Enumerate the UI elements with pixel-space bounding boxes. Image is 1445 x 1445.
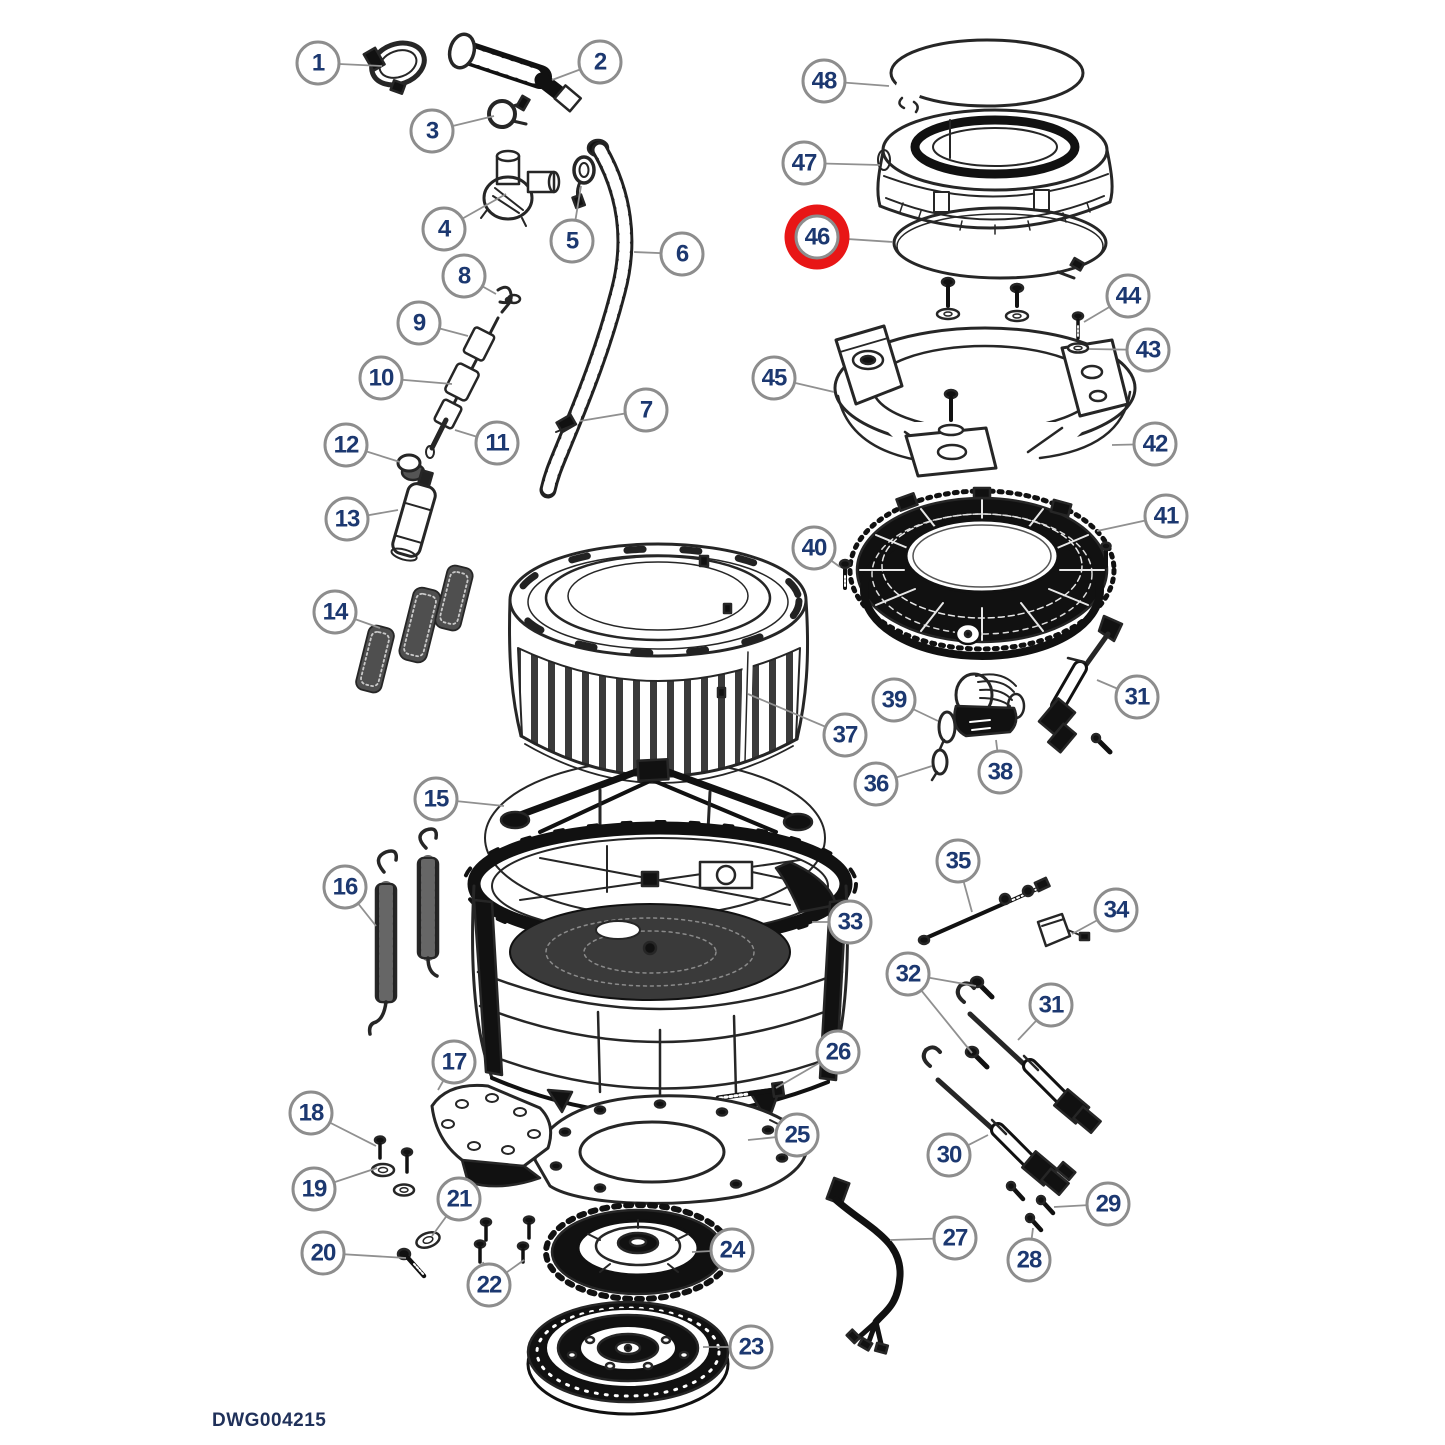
callout-balloon-36[interactable]: 36 <box>853 761 899 807</box>
part-17-bracket <box>430 1083 553 1188</box>
part-16-springs <box>367 827 440 1036</box>
part-43-washer <box>1066 342 1090 354</box>
callout-balloon-31[interactable]: 31 <box>1028 982 1074 1028</box>
callout-balloon-14[interactable]: 14 <box>312 589 358 635</box>
callout-balloon-25[interactable]: 25 <box>774 1112 820 1158</box>
callout-balloon-40[interactable]: 40 <box>791 525 837 571</box>
callout-balloon-46-highlighted[interactable]: 46 <box>794 214 840 260</box>
part-suspension-crossbar <box>499 757 814 834</box>
part-30-suspension-rod <box>921 1045 1077 1197</box>
callout-balloon-30[interactable]: 30 <box>926 1132 972 1178</box>
part-2-inlet-hose <box>447 32 583 113</box>
callout-balloon-42[interactable]: 42 <box>1132 421 1178 467</box>
callout-balloon-39[interactable]: 39 <box>871 677 917 723</box>
part-5-grommet <box>571 155 596 210</box>
part-34-clip <box>1036 912 1091 948</box>
callout-balloon-19[interactable]: 19 <box>291 1166 337 1212</box>
part-31-suspension-rod-upper <box>1037 614 1124 755</box>
part-19-washer <box>370 1147 416 1197</box>
part-48-seal-ring <box>889 38 1085 114</box>
callout-balloon-38[interactable]: 38 <box>977 749 1023 795</box>
callout-balloon-15[interactable]: 15 <box>413 776 459 822</box>
callout-balloon-17[interactable]: 17 <box>431 1039 477 1085</box>
part-27-wire-harness <box>825 1176 904 1355</box>
part-18-screw <box>373 1135 387 1160</box>
part-12-nut <box>396 453 426 482</box>
callout-balloon-29[interactable]: 29 <box>1085 1181 1131 1227</box>
callout-balloon-48[interactable]: 48 <box>801 58 847 104</box>
part-42-45-support-ring <box>833 276 1137 478</box>
callout-balloon-47[interactable]: 47 <box>781 140 827 186</box>
part-4-water-valve <box>480 149 561 227</box>
drawing-number: DWG004215 <box>212 1410 327 1431</box>
callout-balloon-22[interactable]: 22 <box>466 1262 512 1308</box>
callout-balloon-7[interactable]: 7 <box>623 387 669 433</box>
part-14-plates <box>355 564 474 694</box>
part-26-bolt <box>715 1081 786 1101</box>
part-6-drain-hose <box>539 138 634 499</box>
callout-balloon-13[interactable]: 13 <box>324 496 370 542</box>
callout-balloon-5[interactable]: 5 <box>549 218 595 264</box>
callout-balloon-26[interactable]: 26 <box>815 1029 861 1075</box>
part-13-cylinder <box>390 469 437 562</box>
callout-balloon-28[interactable]: 28 <box>1006 1237 1052 1283</box>
callout-balloon-1[interactable]: 1 <box>295 40 341 86</box>
part-47-tub-cover <box>876 108 1114 235</box>
part-40-bolt <box>838 558 852 590</box>
diagram-line-art <box>355 32 1137 1416</box>
part-21-washer <box>415 1230 441 1250</box>
part-37-spin-basket <box>507 542 810 784</box>
ring-screws <box>935 276 1030 437</box>
callout-balloon-21[interactable]: 21 <box>436 1176 482 1222</box>
callout-balloon-23[interactable]: 23 <box>728 1324 774 1370</box>
part-20-bolt <box>396 1247 427 1279</box>
part-39-ring <box>937 710 957 751</box>
callout-balloon-37[interactable]: 37 <box>822 712 868 758</box>
callout-balloon-32[interactable]: 32 <box>885 951 931 997</box>
callout-balloon-33[interactable]: 33 <box>827 899 873 945</box>
callout-balloon-12[interactable]: 12 <box>323 422 369 468</box>
callout-balloon-3[interactable]: 3 <box>409 108 455 154</box>
callout-balloon-18[interactable]: 18 <box>288 1090 334 1136</box>
callout-balloon-41[interactable]: 41 <box>1143 493 1189 539</box>
callout-balloon-45[interactable]: 45 <box>751 355 797 401</box>
part-46-gasket-ring <box>892 206 1108 280</box>
callout-balloon-31[interactable]: 31 <box>1114 674 1160 720</box>
callout-balloon-4[interactable]: 4 <box>421 206 467 252</box>
callout-balloon-27[interactable]: 27 <box>932 1215 978 1261</box>
callout-balloon-44[interactable]: 44 <box>1105 273 1151 319</box>
callout-balloon-20[interactable]: 20 <box>300 1230 346 1276</box>
part-22-screws <box>473 1215 536 1264</box>
part-7-hose-clip <box>555 413 578 434</box>
part-23-flywheel <box>526 1300 730 1416</box>
part-28-29-bolts <box>1005 1180 1056 1233</box>
callout-balloon-11[interactable]: 11 <box>474 420 520 466</box>
part-3-hose-clamp <box>487 94 531 129</box>
callout-balloon-35[interactable]: 35 <box>935 838 981 884</box>
part-24-gear <box>543 1202 733 1302</box>
part-9-10-11-shaft-assembly <box>425 293 522 459</box>
callout-balloon-10[interactable]: 10 <box>358 355 404 401</box>
part-1-clamp-ring <box>362 40 427 96</box>
callout-balloon-6[interactable]: 6 <box>659 231 705 277</box>
part-44-screw <box>1071 311 1085 340</box>
part-36-ring <box>930 748 949 782</box>
callout-balloon-2[interactable]: 2 <box>577 39 623 85</box>
part-41-stator-assembly <box>838 486 1117 660</box>
callout-balloon-34[interactable]: 34 <box>1093 887 1139 933</box>
callout-balloon-24[interactable]: 24 <box>709 1227 755 1273</box>
part-35-rod <box>917 876 1051 946</box>
callout-balloon-43[interactable]: 43 <box>1125 327 1171 373</box>
part-25-mounting-plate <box>533 1094 809 1205</box>
callout-balloon-9[interactable]: 9 <box>396 300 442 346</box>
callout-balloon-8[interactable]: 8 <box>441 253 487 299</box>
part-38-drain-pump <box>953 672 1026 738</box>
callout-balloon-16[interactable]: 16 <box>322 864 368 910</box>
part-33-outer-tub <box>462 820 858 1156</box>
